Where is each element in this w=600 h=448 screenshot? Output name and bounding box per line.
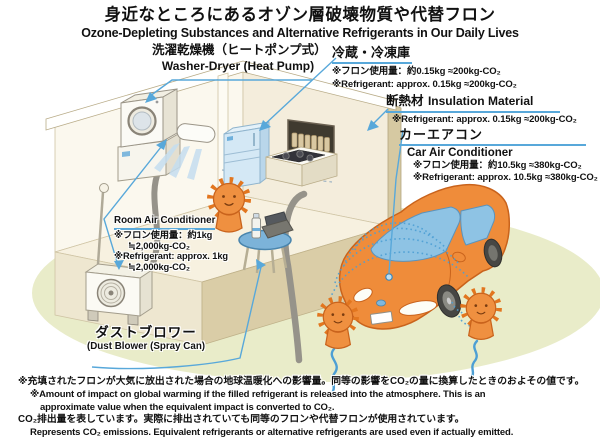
side-mirror: [452, 251, 466, 263]
page-title: 身近なところにあるオゾン層破壊物質や代替フロン Ozone-Depleting …: [0, 5, 600, 41]
leader-lines: [91, 57, 404, 370]
squiggle-left: [330, 347, 338, 393]
dust-blower-leader-line: [91, 266, 262, 370]
footnote-jp-1: ※充填されたフロンが大気に放出された場合の地球温暖化への影響量。同等の影響をCO…: [18, 376, 585, 387]
room-ac-note-jp-2: ≒2,000kg-CO₂: [128, 240, 190, 251]
lamp-pole: [96, 183, 109, 265]
car-ac-note-jp: ※フロン使用量：約10.5kg ≈380kg-CO₂: [413, 160, 582, 172]
car-ac-note-en: ※Refrigerant: approx. 10.5kg ≈380kg-CO₂: [413, 171, 598, 183]
dust-blower-label-en: (Dust Blower (Spray Can): [86, 341, 206, 353]
round-table: [238, 211, 294, 274]
room-ac-note-en-2: ≒2,000kg-CO₂: [128, 262, 190, 273]
washer-dryer-label: 洗濯乾燥機（ヒートポンプ式） Washer-Dryer (Heat Pump): [152, 43, 327, 74]
insulation-label-jp: 断熱材: [386, 94, 424, 108]
room-ac-note-jp-1: ※フロン使用量：約1kg: [114, 229, 213, 240]
footnotes: ※充填されたフロンが大気に放出された場合の地球温暖化への影響量。同等の影響をCO…: [0, 376, 600, 440]
insulation-note-en: ※Refrigerant: approx. 0.15kg ≈200kg-CO₂: [392, 114, 577, 126]
refrigerator-label: 冷蔵・冷凍庫 ※フロン使用量：約0.15kg ≈200kg-CO₂ ※Refri…: [332, 43, 517, 90]
pipe-curves: [149, 167, 308, 364]
car: [329, 183, 510, 330]
insulation-label: 断熱材 Insulation Material ※Refrigerant: ap…: [386, 91, 577, 126]
refrigerator-note-jp: ※フロン使用量：約0.15kg ≈200kg-CO₂: [332, 65, 501, 77]
washer-leader-line: [149, 79, 312, 97]
squiggle-right: [470, 339, 479, 379]
car-badge: [376, 299, 386, 307]
headlight-left: [353, 287, 373, 303]
washer-dryer-machine: [117, 88, 181, 182]
license-plate: [370, 311, 393, 325]
refrigerator-label-title: 冷蔵・冷凍庫: [332, 45, 413, 64]
room-ac-indoor-unit: [154, 123, 216, 180]
footnote-en-1: ※Amount of impact on global warming if t…: [30, 388, 486, 400]
spray-can: [251, 213, 261, 239]
title-english: Ozone-Depleting Substances and Alternati…: [81, 25, 519, 40]
room-ac-leader-line: [103, 141, 166, 266]
dust-blower-label-jp: ダストブロワー: [95, 325, 197, 340]
outdoor-ac-unit: [84, 263, 154, 326]
side-window: [460, 204, 496, 246]
roof-band: [45, 60, 397, 131]
footnote-en-2: approximate value when the equivalent im…: [40, 401, 335, 413]
room-ac-label-title: Room Air Conditioner: [114, 215, 216, 230]
windshield: [370, 206, 461, 262]
footnote-jp-2: CO₂排出量を表しています。実際に排出されていても同等のフロンや代替フロンが使用…: [18, 414, 465, 426]
car-ac-label-jp: カーエアコン: [399, 127, 586, 146]
laptop: [261, 211, 294, 239]
washer-dryer-label-en: Washer-Dryer (Heat Pump): [161, 58, 315, 73]
car-ac-label: カーエアコン Car Air Conditioner ※フロン使用量：約10.5…: [399, 127, 598, 183]
car-ac-label-en: Car Air Conditioner: [407, 146, 513, 159]
room-ac-label: Room Air Conditioner ※フロン使用量：約1kg ≒2,000…: [114, 210, 228, 273]
room-ac-note-en-1: ※Refrigerant: approx. 1kg: [114, 251, 228, 262]
dust-blower-label: ダストブロワー (Dust Blower (Spray Can): [78, 325, 214, 353]
car-ac-leader-line: [388, 129, 404, 274]
jars: [291, 132, 330, 152]
washer-dryer-label-jp: 洗濯乾燥機（ヒートポンプ式）: [152, 43, 327, 57]
refrigerator-note-en: ※Refrigerant: approx. 0.15kg ≈200kg-CO₂: [332, 78, 517, 90]
title-japanese: 身近なところにあるオゾン層破壊物質や代替フロン: [104, 6, 496, 24]
kitchen-cabinet: [287, 119, 335, 157]
headlight-right: [398, 300, 438, 316]
footnote-en-3: Represents CO₂ emissions. Equivalent ref…: [30, 427, 514, 439]
fridge-leader-line: [262, 57, 337, 127]
stove-counter: [265, 146, 338, 187]
insulation-label-en: Insulation Material: [427, 94, 534, 108]
cold-air-streams: [154, 143, 202, 180]
